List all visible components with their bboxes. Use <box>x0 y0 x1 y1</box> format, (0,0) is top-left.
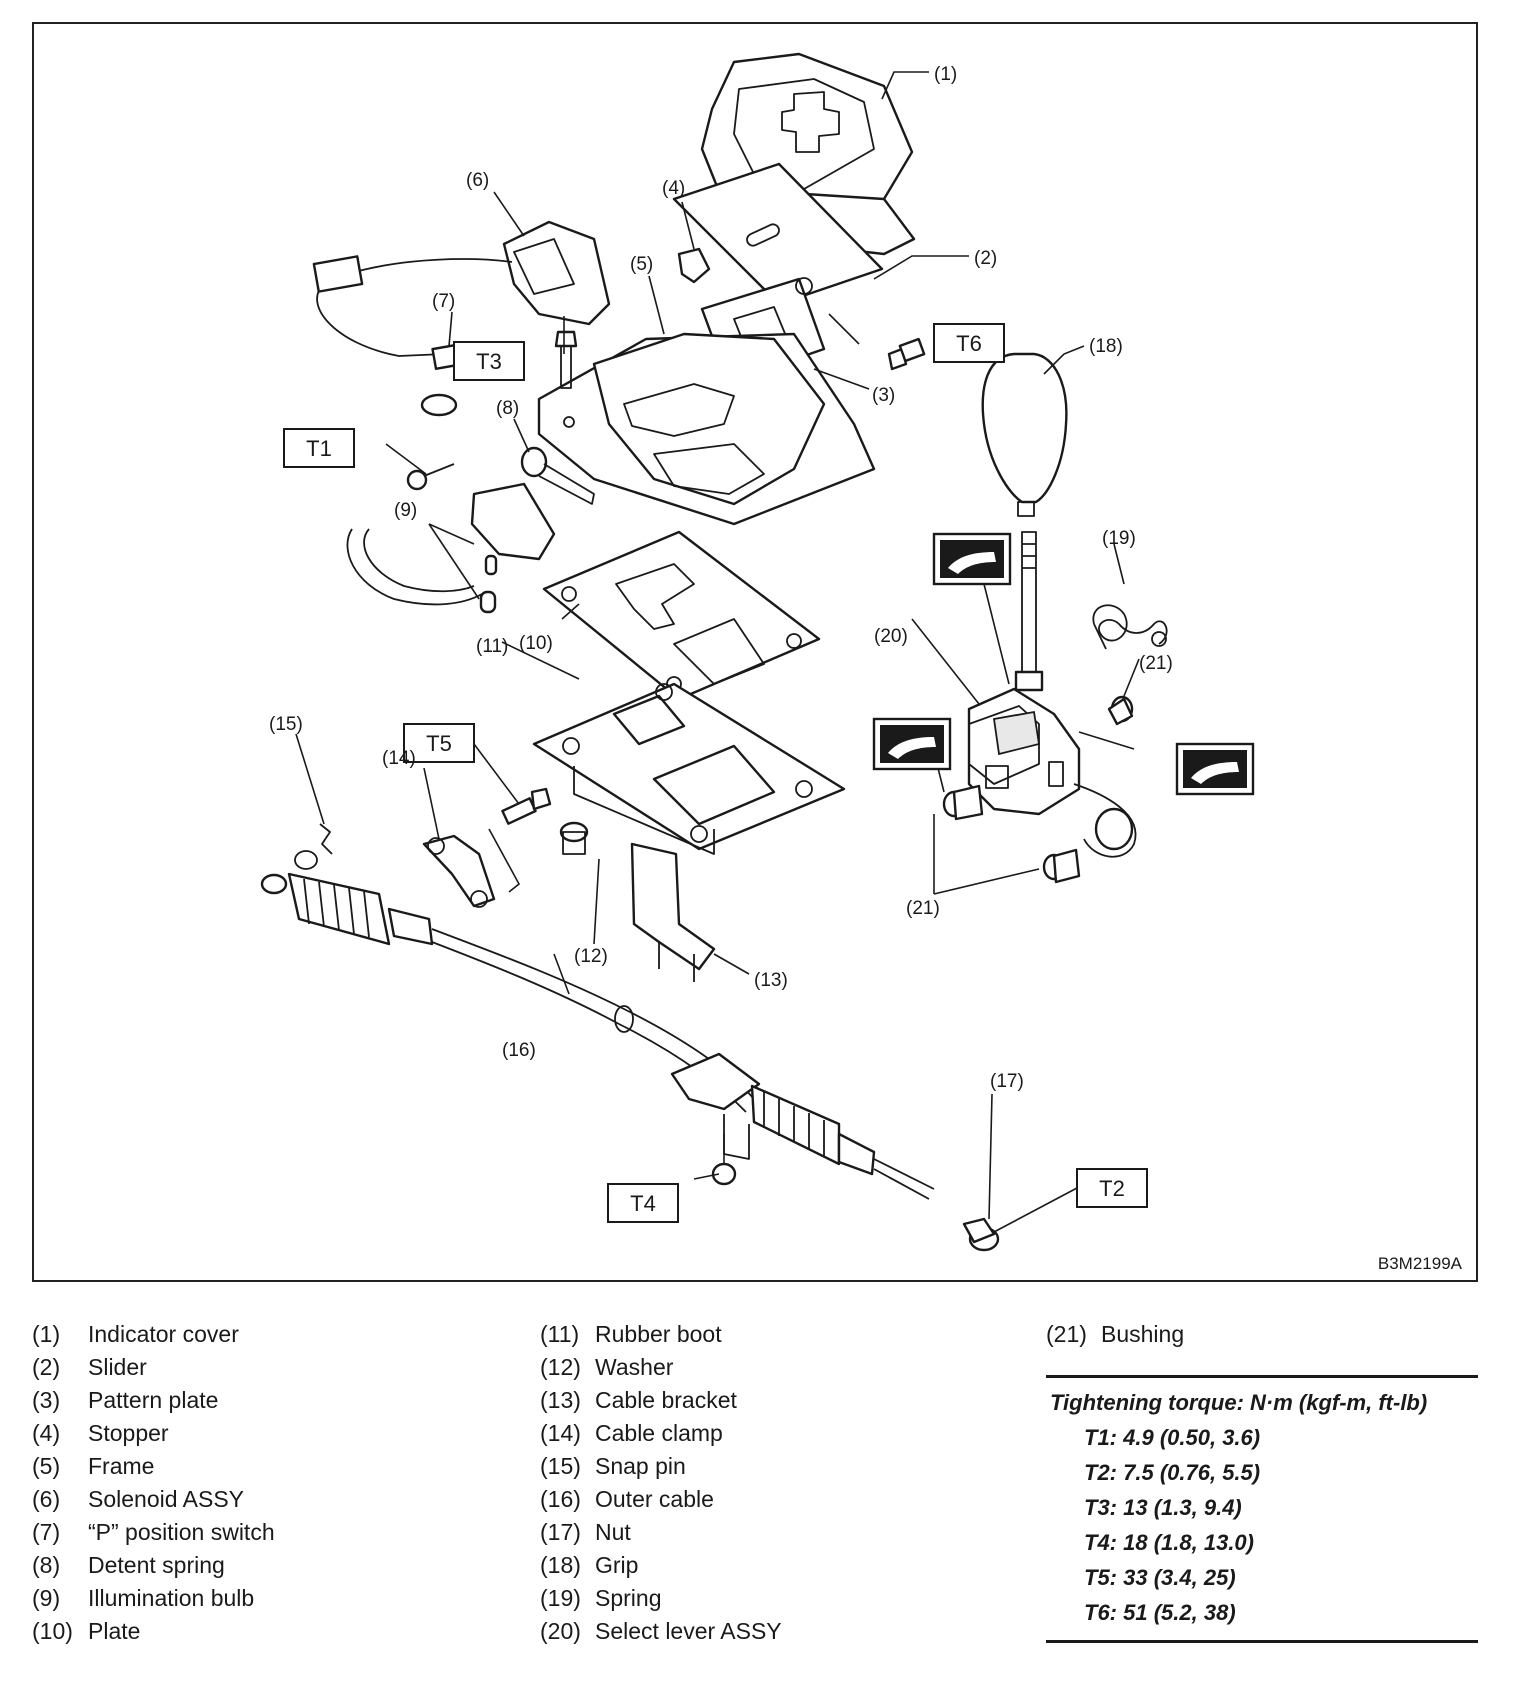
callout-11: (11) <box>476 636 508 657</box>
grease-icon-3 <box>1175 742 1255 796</box>
torque-tag-t4-label: T4 <box>630 1191 656 1216</box>
legend-item: (8)Detent spring <box>32 1552 225 1578</box>
callout-21a: (21) <box>1139 653 1173 674</box>
grip-part <box>981 352 1068 517</box>
grease-icon-1 <box>932 532 1012 586</box>
figure-code: B3M2199A <box>1377 1254 1462 1273</box>
parts-legend: (1)Indicator cover (2)Slider (3)Pattern … <box>32 1318 1478 1678</box>
torque-tag-t4: T4 <box>607 1183 679 1223</box>
exploded-view-diagram: T1 T2 T3 T4 T5 T6 (1) (2) (3) (4) (5) (6… <box>260 52 1255 1252</box>
legend-item: (4)Stopper <box>32 1420 169 1446</box>
spring-part <box>1092 604 1168 650</box>
solenoid-assy-part <box>312 220 611 357</box>
legend-item: (11)Rubber boot <box>540 1321 722 1347</box>
torque-row: T4: 18 (1.8, 13.0) <box>1084 1530 1254 1555</box>
legend-column-2: (11)Rubber boot (12)Washer (13)Cable bra… <box>540 1318 782 1648</box>
cable-clamp-part <box>422 828 521 908</box>
torque-tag-t3: T3 <box>453 341 525 381</box>
stopper-part <box>677 247 711 284</box>
leader-lines <box>295 71 1140 1233</box>
snap-pin-part <box>294 823 333 870</box>
torque-row: T6: 51 (5.2, 38) <box>1084 1600 1236 1625</box>
torque-tag-t5: T5 <box>403 723 475 763</box>
slider-part <box>672 162 884 306</box>
cable-end-fitting-part <box>670 1052 935 1200</box>
callout-1: (1) <box>934 64 957 85</box>
t5-bolt <box>501 787 552 825</box>
callout-6: (6) <box>466 170 489 191</box>
callout-16: (16) <box>502 1040 536 1061</box>
callout-13: (13) <box>754 970 788 991</box>
torque-specification-panel: Tightening torque: N·m (kgf-m, ft-lb) T1… <box>1046 1375 1478 1643</box>
torque-row: T5: 33 (3.4, 25) <box>1084 1565 1236 1590</box>
torque-tag-t3-label: T3 <box>476 349 502 374</box>
callout-9: (9) <box>394 500 417 521</box>
legend-item: (10)Plate <box>32 1618 141 1644</box>
outer-cable-part <box>260 872 755 1113</box>
diagram-frame: T1 T2 T3 T4 T5 T6 (1) (2) (3) (4) (5) (6… <box>32 22 1478 1282</box>
callout-17: (17) <box>990 1071 1024 1092</box>
bulb-holder-part <box>470 482 556 561</box>
callout-4: (4) <box>662 178 685 199</box>
callout-2: (2) <box>974 248 997 269</box>
callout-15: (15) <box>269 714 303 735</box>
torque-row: T1: 4.9 (0.50, 3.6) <box>1084 1425 1261 1450</box>
callout-18: (18) <box>1089 336 1123 357</box>
torque-tag-t1: T1 <box>283 428 355 468</box>
select-lever-assy-part <box>967 531 1137 858</box>
callout-12: (12) <box>574 946 608 967</box>
callout-21b: (21) <box>906 898 940 919</box>
legend-item: (2)Slider <box>32 1354 147 1380</box>
callout-7: (7) <box>432 291 455 312</box>
rubber-boot-part <box>532 682 846 855</box>
legend-item: (19)Spring <box>540 1585 662 1611</box>
t3-bolt <box>554 330 578 389</box>
callout-5: (5) <box>630 254 653 275</box>
torque-tag-t5-label: T5 <box>426 731 452 756</box>
legend-item: (9)Illumination bulb <box>32 1585 255 1611</box>
legend-item: (13)Cable bracket <box>540 1387 737 1413</box>
legend-item: (17)Nut <box>540 1519 631 1545</box>
illumination-bulb-part <box>346 528 498 614</box>
callout-14: (14) <box>382 748 416 769</box>
legend-item: (6)Solenoid ASSY <box>32 1486 245 1512</box>
legend-item: (5)Frame <box>32 1453 155 1479</box>
torque-row: T3: 13 (1.3, 9.4) <box>1084 1495 1242 1520</box>
frame-part <box>537 332 876 526</box>
washer-part <box>559 821 589 855</box>
legend-item: (12)Washer <box>540 1354 674 1380</box>
nut-part <box>962 1217 1000 1252</box>
legend-item: (7)“P” position switch <box>32 1519 275 1545</box>
legend-item: (20)Select lever ASSY <box>540 1618 782 1644</box>
callout-19: (19) <box>1102 528 1136 549</box>
torque-tag-t1-label: T1 <box>306 436 332 461</box>
grease-icon-2 <box>872 717 952 771</box>
cable-bracket-part <box>630 842 716 982</box>
legend-column-1: (1)Indicator cover (2)Slider (3)Pattern … <box>32 1318 275 1648</box>
legend-item: (3)Pattern plate <box>32 1387 219 1413</box>
torque-row: T2: 7.5 (0.76, 5.5) <box>1084 1460 1261 1485</box>
legend-item: (1)Indicator cover <box>32 1321 239 1347</box>
torque-tag-t6: T6 <box>933 323 1005 363</box>
callout-10: (10) <box>519 633 553 654</box>
torque-tag-t2-label: T2 <box>1099 1176 1125 1201</box>
legend-column-3: (21)Bushing <box>1046 1318 1184 1351</box>
bushing-parts <box>942 695 1134 884</box>
callout-8: (8) <box>496 398 519 419</box>
plate-part <box>542 530 821 701</box>
legend-item: (21)Bushing <box>1046 1321 1185 1347</box>
torque-title: Tightening torque: N·m (kgf-m, ft-lb) <box>1050 1390 1428 1415</box>
torque-tag-t2: T2 <box>1076 1168 1148 1208</box>
torque-tag-t6-label: T6 <box>956 331 982 356</box>
callout-20: (20) <box>874 626 908 647</box>
t6-bolt <box>887 337 926 371</box>
legend-item: (14)Cable clamp <box>540 1420 723 1446</box>
t1-screw <box>406 463 455 491</box>
legend-item: (18)Grip <box>540 1552 639 1578</box>
detent-spring-part <box>520 446 595 505</box>
legend-item: (15)Snap pin <box>540 1453 686 1479</box>
callout-3: (3) <box>872 385 895 406</box>
legend-item: (16)Outer cable <box>540 1486 714 1512</box>
